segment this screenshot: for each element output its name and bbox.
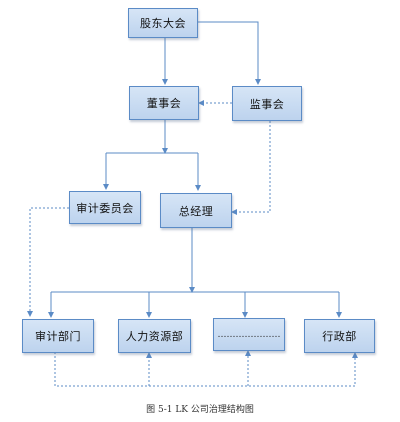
figure-caption: 图 5-1 LK 公司治理结构图 <box>146 405 254 415</box>
edge-bottom-dotted-loop <box>54 352 358 387</box>
edge-supervisors-gm <box>231 121 271 215</box>
node-ellipsis-dept: ………………… <box>213 318 285 351</box>
node-board: 董事会 <box>129 86 199 120</box>
node-audit-dept: 审计部门 <box>22 319 94 353</box>
node-general-manager: 总经理 <box>160 193 232 228</box>
node-shareholders: 股东大会 <box>128 8 198 38</box>
node-admin-dept: 行政部 <box>304 319 375 353</box>
edge-audit-committee-audit-dept <box>27 207 69 317</box>
node-hr-dept: 人力资源部 <box>118 319 191 353</box>
node-audit-committee: 审计委员会 <box>69 191 141 224</box>
node-supervisors: 监事会 <box>232 86 302 121</box>
edge-shareholders-supervisors <box>198 21 261 85</box>
